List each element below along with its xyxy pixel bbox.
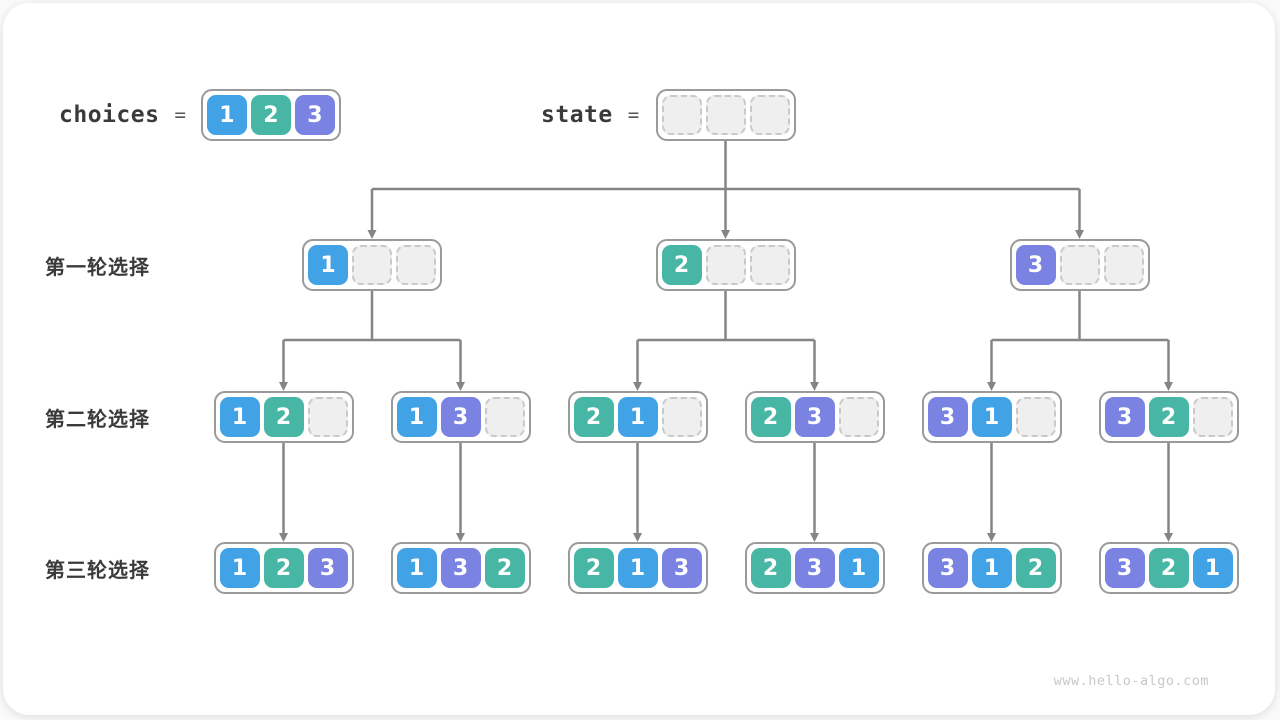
- choices-label: choices: [59, 102, 160, 128]
- value-cell: 3: [1104, 397, 1145, 437]
- empty-cell: [749, 245, 790, 285]
- empty-cell: [705, 245, 746, 285]
- empty-cell: [749, 95, 790, 135]
- empty-cell: [307, 397, 348, 437]
- value-cell: 3: [794, 548, 835, 588]
- empty-cell: [838, 397, 879, 437]
- equals-sign: =: [627, 104, 640, 126]
- state-label: state: [541, 102, 613, 128]
- value-cell: 2: [263, 548, 304, 588]
- value-cell: 3: [440, 548, 481, 588]
- value-cell: 3: [927, 548, 968, 588]
- value-cell: 1: [971, 397, 1012, 437]
- state-array: [655, 89, 796, 141]
- value-cell: 2: [573, 548, 614, 588]
- value-cell: 3: [440, 397, 481, 437]
- value-cell: 1: [219, 397, 260, 437]
- value-cell: 1: [396, 548, 437, 588]
- watermark: www.hello-algo.com: [1053, 673, 1209, 689]
- empty-cell: [705, 95, 746, 135]
- value-cell: 1: [617, 548, 658, 588]
- value-cell: 3: [927, 397, 968, 437]
- tree-node: 1: [302, 239, 442, 291]
- empty-cell: [484, 397, 525, 437]
- value-cell: 2: [661, 245, 702, 285]
- value-cell: 3: [294, 95, 335, 135]
- value-cell: 2: [263, 397, 304, 437]
- value-cell: 2: [573, 397, 614, 437]
- tree-node: 2: [655, 239, 796, 291]
- value-cell: 1: [396, 397, 437, 437]
- value-cell: 2: [1148, 548, 1189, 588]
- value-cell: 1: [206, 95, 247, 135]
- empty-cell: [1015, 397, 1056, 437]
- value-cell: 1: [617, 397, 658, 437]
- value-cell: 1: [1192, 548, 1233, 588]
- value-cell: 3: [661, 548, 702, 588]
- empty-cell: [352, 245, 392, 285]
- empty-cell: [1103, 245, 1144, 285]
- value-cell: 1: [971, 548, 1012, 588]
- row-label: 第三轮选择: [45, 558, 150, 582]
- value-cell: 1: [219, 548, 260, 588]
- empty-cell: [661, 95, 702, 135]
- empty-cell: [661, 397, 702, 437]
- value-cell: 2: [250, 95, 291, 135]
- tree-node: 3: [1009, 239, 1150, 291]
- empty-cell: [396, 245, 436, 285]
- value-cell: 2: [1148, 397, 1189, 437]
- value-cell: 3: [1015, 245, 1056, 285]
- empty-cell: [1059, 245, 1100, 285]
- equals-sign: =: [174, 104, 186, 126]
- empty-cell: [1192, 397, 1233, 437]
- row-label: 第一轮选择: [45, 255, 150, 279]
- state-group: state =: [541, 89, 796, 141]
- value-cell: 2: [1015, 548, 1056, 588]
- value-cell: 3: [307, 548, 348, 588]
- row-label: 第二轮选择: [45, 407, 150, 431]
- value-cell: 2: [484, 548, 525, 588]
- value-cell: 2: [750, 548, 791, 588]
- value-cell: 3: [1104, 548, 1145, 588]
- value-cell: 3: [794, 397, 835, 437]
- value-cell: 1: [838, 548, 879, 588]
- value-cell: 1: [308, 245, 348, 285]
- value-cell: 2: [750, 397, 791, 437]
